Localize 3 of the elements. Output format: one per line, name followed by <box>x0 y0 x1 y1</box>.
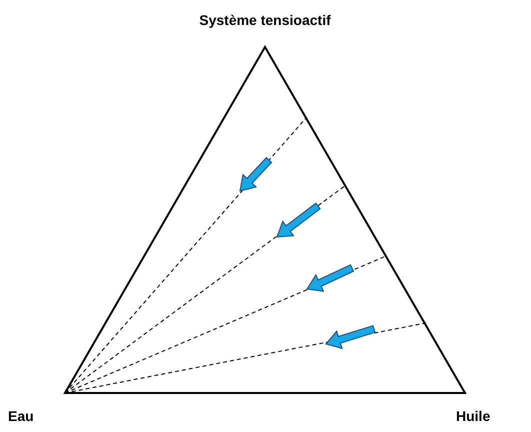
corner-label: Huile <box>456 408 490 424</box>
apex-label: Système tensioactif <box>199 12 331 28</box>
corner-label: Eau <box>8 408 34 424</box>
